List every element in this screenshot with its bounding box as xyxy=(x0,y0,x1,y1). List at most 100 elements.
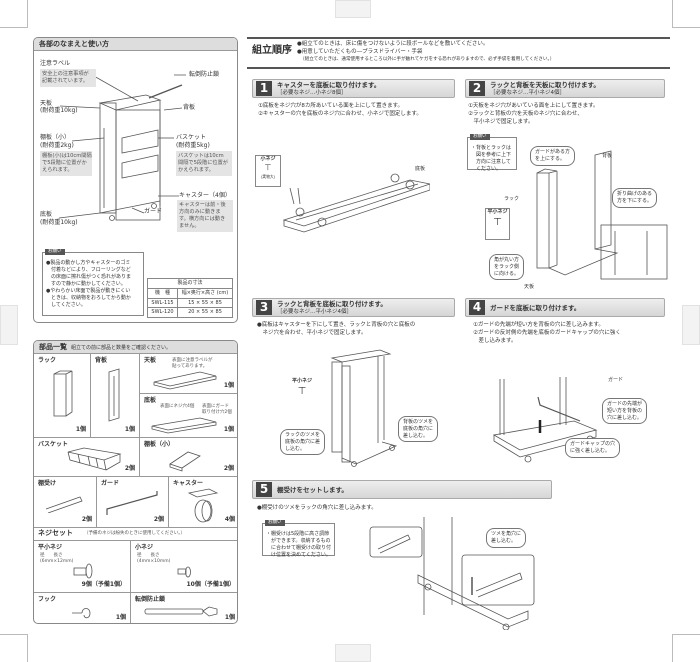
corner-mark xyxy=(672,634,700,635)
part-qty: 1個 xyxy=(124,425,135,433)
part-name: 棚板（小） xyxy=(144,441,175,448)
model: SWL-120 xyxy=(147,307,178,318)
part-qty: 2個 xyxy=(223,464,234,472)
step-5-text: ●棚受けのツメをラックの角穴に差し込みます。 xyxy=(257,505,377,511)
screw-set-title: ネジセット xyxy=(38,529,73,537)
cart-illustration xyxy=(58,70,186,221)
screw-label: 平小ネジ xyxy=(487,209,508,215)
callout-guard-up: ガードがある方 を上にする。 xyxy=(530,146,576,166)
corner-mark xyxy=(27,0,28,28)
notice-tag: お願い xyxy=(265,520,285,527)
callout-fold-down: 折り曲げのある 方を下にする。 xyxy=(612,188,658,208)
model: SWL-115 xyxy=(147,297,178,309)
assembly-note: （組立てのときは、通常使用するところ以外に手が触れてケガをする恐れがありますので… xyxy=(300,57,555,62)
screw-label: 平小ネジ xyxy=(291,378,312,384)
screw-callout: 小ネジ⊤(実物大) xyxy=(255,155,281,187)
bottom-panel-label: 底板 xyxy=(415,166,426,172)
rack-label: ラック xyxy=(504,196,520,202)
screw-icon: ⊤ xyxy=(264,162,272,172)
step-title: ガードを底板に取り付けます。 xyxy=(490,304,581,312)
part-name: キャスター xyxy=(173,480,204,487)
step-number: 1 xyxy=(256,81,272,96)
shelf-note: 棚板(小)は10cm間隔 で5段階に位置がか えられます。 xyxy=(40,151,92,177)
label-shelf: 棚板（小） xyxy=(40,134,71,141)
label-top-load: (耐荷重10kg) xyxy=(40,107,78,114)
screw-icon: ⊤ xyxy=(493,216,502,228)
step-3-text: ●底板はキャスターを下にして置き、ラックと背板の穴と底板の ネジ穴を合わせ、平小… xyxy=(257,322,416,336)
caster-note: キャスターは前・後 方向のみに動きま す。横方向には動き ません。 xyxy=(177,200,233,233)
step-number: 2 xyxy=(469,81,485,96)
callout-back-tab: 背板のツメを 底板の角穴に 差し込む。 xyxy=(398,416,439,443)
step-number: 4 xyxy=(469,300,485,315)
part-qty: 2個 xyxy=(153,515,164,523)
flat-screw-callout: 平小ネジ⊤ xyxy=(290,378,314,408)
notice-tag: お願い xyxy=(470,134,490,141)
corner-mark xyxy=(0,634,28,635)
step-screws: ［必要なネジ…小ネジ8個］ xyxy=(277,90,347,96)
step-number: 5 xyxy=(256,482,272,497)
part-name: 背板 xyxy=(95,357,108,364)
part-qty: 1個 xyxy=(75,425,86,433)
callout-round-corner: 角が丸い方 をラック側 に向ける。 xyxy=(489,254,525,281)
step-2-notice: お願い・背板とラックは 図を参考に上下 方向に注意して ください。 xyxy=(467,134,517,172)
assembly-title: 組立順序 xyxy=(252,45,292,56)
crop-mark-left xyxy=(0,305,18,345)
part-top-panel: 天板表面に注意ラベルが 貼ってあります。1個 xyxy=(140,354,237,394)
size: 15 × 55 × 85 xyxy=(176,297,234,309)
step-2-text: ①天板をネジ穴があいている面を上にして置きます。 ②ラックと背板の穴を天板のネジ… xyxy=(468,103,599,125)
label-caution-label: 注意ラベル xyxy=(40,60,71,67)
names-panel-title: 各部のなまえと使い方 xyxy=(34,38,237,51)
step-1-header: 1 キャスターを底板に取り付けます。［必要なネジ…小ネジ8個］ xyxy=(252,79,455,98)
parts-panel-header: 部品一覧組立ての前に部品と数量をご確認ください。 xyxy=(34,341,237,354)
part-qty: 10個（予備1個） xyxy=(186,580,235,588)
part-qty: 1個 xyxy=(115,613,126,621)
label-basket-load: (耐荷重5kg) xyxy=(176,142,210,149)
part-qty: 2個 xyxy=(124,464,135,472)
step-4-illustration xyxy=(492,377,598,463)
label-top: 天板 xyxy=(40,100,53,107)
basket-note: バスケットは10cm 間隔で5段階に位置が かえられます。 xyxy=(176,151,232,177)
size: 20 × 55 × 85 xyxy=(176,307,234,318)
label-back: 背板 xyxy=(183,104,196,111)
step-1-illustration xyxy=(282,173,430,233)
corner-mark xyxy=(672,0,673,28)
part-chain: 転倒防止鎖 1個 xyxy=(131,593,237,623)
callout-guard-short-end: ガードの先端が 短い方を背板の 穴に差し込む。 xyxy=(602,398,648,425)
dimensions-title: 製品の寸法 xyxy=(147,278,233,289)
corner-mark xyxy=(672,634,673,662)
part-qty: 1個 xyxy=(224,613,235,621)
step-title: キャスターを底板に取り付けます。 xyxy=(277,81,381,89)
part-name: 底板 xyxy=(144,397,157,404)
part-name: 転倒防止鎖 xyxy=(135,596,166,603)
part-note: 表面にネジ穴4個 xyxy=(160,404,195,409)
step-title: ラックと背板を底板に取り付けます。 xyxy=(277,300,387,308)
part-flat-screw: 平小ネジ径 長さ (6mm×12mm)9個（予備1個） xyxy=(34,541,131,593)
notice-tag: お願い xyxy=(45,249,65,256)
notice-item: ●製品の動かし方やキャスターのゴミ 付着などにより、フローリングなど の床面に擦… xyxy=(46,260,132,287)
crop-mark-right xyxy=(682,305,700,345)
step-title: 棚受けをセットします。 xyxy=(277,486,348,494)
part-back-panel: 背板 1個 xyxy=(91,354,140,438)
table-header: 機 種 xyxy=(147,287,178,299)
callout-guard-cap: ガードキャップの穴 に強く差し込む。 xyxy=(565,438,621,458)
part-note: 表面に注意ラベルが 貼ってあります。 xyxy=(172,358,213,370)
header-rule xyxy=(247,67,670,69)
corner-mark xyxy=(672,27,700,28)
notice-box: お願い ●製品の動かし方やキャスターのゴミ 付着などにより、フローリングなど の… xyxy=(42,249,144,316)
screw-set-note: （予備のネジは紛失のときに使用してください。） xyxy=(84,531,185,536)
step-5-notice: お願い・棚受けは5段階に高さ調節 ができます。収納するもの に合わせて棚受けの取… xyxy=(262,520,335,558)
step-4-header: 4 ガードを底板に取り付けます。 xyxy=(465,298,665,317)
corner-mark xyxy=(0,27,28,28)
step-5-illustration xyxy=(369,517,535,630)
label-chain: 転倒防止鎖 xyxy=(189,71,220,78)
label-bottom-load: (耐荷重10kg) xyxy=(40,219,78,226)
part-name: 天板 xyxy=(144,357,157,364)
